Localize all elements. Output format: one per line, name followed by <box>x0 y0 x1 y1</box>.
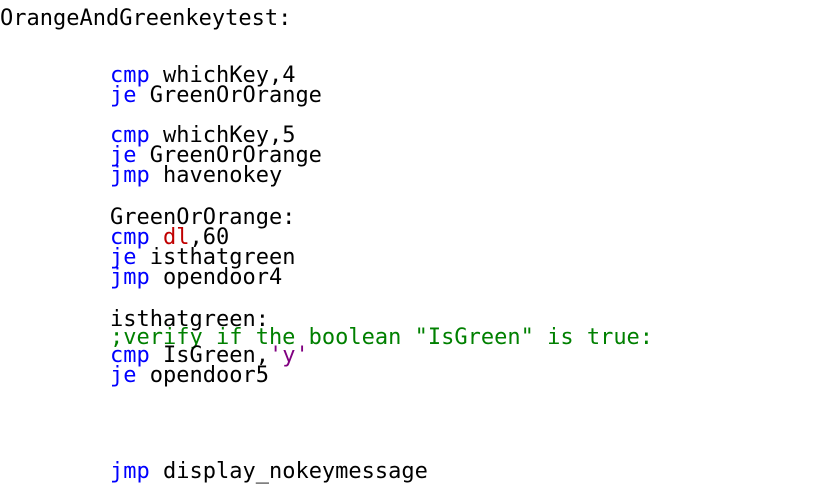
operands: ,60 <box>189 225 230 250</box>
code-line-je-isthatgreen: je isthatgreen <box>110 245 296 270</box>
code-comment: ;verify if the boolean "IsGreen" is true… <box>110 325 654 350</box>
keyword-je: je <box>110 83 137 108</box>
keyword-je: je <box>110 245 137 270</box>
code-line-jmp-havenokey: jmp havenokey <box>110 163 283 188</box>
operands: GreenOrOrange <box>136 83 322 108</box>
code-line-cmp-whichkey-5: cmp whichKey,5 <box>110 123 296 148</box>
code-line-cmp-isgreen: cmp IsGreen,'y' <box>110 343 309 368</box>
keyword-cmp: cmp <box>110 225 150 250</box>
code-line-jmp-display-nokeymessage: jmp display_nokeymessage <box>110 459 428 484</box>
label-orangeandgreenkeytest: OrangeAndGreenkeytest: <box>0 6 292 31</box>
keyword-jmp: jmp <box>110 459 150 484</box>
keyword-je: je <box>110 363 137 388</box>
keyword-jmp: jmp <box>110 163 150 188</box>
operands: IsGreen, <box>149 343 269 368</box>
code-line-cmp-whichkey-4: cmp whichKey,4 <box>110 63 296 88</box>
code-line-je-greenororange: je GreenOrOrange <box>110 83 322 108</box>
label-isthatgreen: isthatgreen: <box>110 307 269 332</box>
code-line-je-opendoor5: je opendoor5 <box>110 363 269 388</box>
code-line-je-greenororange-2: je GreenOrOrange <box>110 143 322 168</box>
register-dl: dl <box>163 225 190 250</box>
operands: opendoor5 <box>136 363 269 388</box>
keyword-cmp: cmp <box>110 343 150 368</box>
operands: havenokey <box>149 163 283 188</box>
keyword-cmp: cmp <box>110 63 150 88</box>
operands: whichKey,4 <box>149 63 296 88</box>
keyword-je: je <box>110 143 137 168</box>
operands: display_nokeymessage <box>149 459 428 484</box>
label-greenororange: GreenOrOrange: <box>110 205 296 230</box>
keyword-jmp: jmp <box>110 265 150 290</box>
code-line-jmp-opendoor4: jmp opendoor4 <box>110 265 283 290</box>
operands: whichKey,5 <box>149 123 296 148</box>
operands: opendoor4 <box>149 265 283 290</box>
code-line-cmp-dl-60: cmp dl,60 <box>110 225 230 250</box>
keyword-cmp: cmp <box>110 123 150 148</box>
operands: isthatgreen <box>136 245 296 270</box>
operands: GreenOrOrange <box>136 143 322 168</box>
string-literal: 'y' <box>268 343 309 368</box>
